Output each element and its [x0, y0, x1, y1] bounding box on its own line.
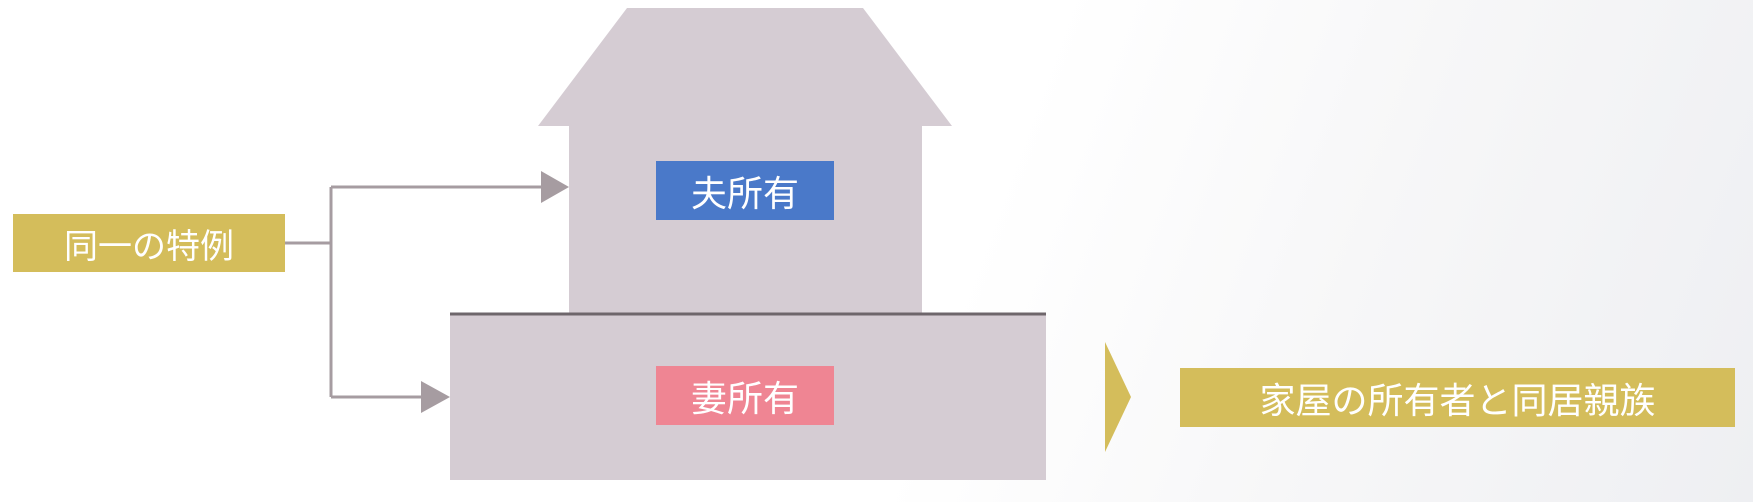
arrowhead-to-wife [421, 381, 450, 413]
wife-ownership-label: 妻所有 [656, 366, 834, 425]
husband-ownership-label: 夫所有 [656, 161, 834, 220]
result-chevron-icon [1105, 342, 1131, 452]
special-case-label: 同一の特例 [13, 214, 285, 272]
result-label: 家屋の所有者と同居親族 [1180, 368, 1735, 427]
connector-lines [285, 185, 544, 399]
arrowhead-to-husband [541, 171, 569, 203]
